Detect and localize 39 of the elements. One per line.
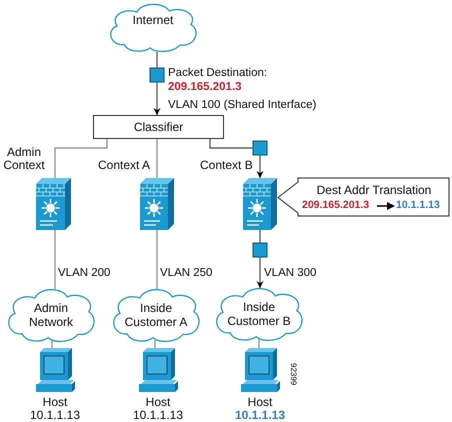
cloud-shape [111, 287, 201, 342]
arrow [209, 139, 264, 178]
ip-address: 10.1.1.13 [132, 409, 184, 422]
host-label: Host [42, 396, 68, 409]
original-address: 209.165.201.3 [302, 199, 370, 212]
cloud-label: Inside Customer A [124, 300, 188, 328]
interface-label: VLAN 250 [160, 267, 212, 280]
classifier-box: Classifier [93, 115, 224, 139]
host-label: Host [144, 396, 172, 409]
ip-address: 10.1.1.13 [234, 409, 286, 422]
context-label: Context B [200, 159, 254, 172]
interface-label: VLAN 200 [58, 267, 110, 280]
interface-label: VLAN 300 [264, 267, 316, 280]
cloud-shape [214, 286, 304, 341]
cloud-shape [108, 2, 198, 52]
firewall-icon [140, 178, 174, 230]
arrow [154, 52, 160, 115]
callout-title: Dest Addr Translation [316, 183, 432, 197]
connector-line [156, 139, 158, 178]
figure-number: 92399 [288, 363, 299, 386]
callout-box [278, 178, 450, 217]
connector-line [156, 230, 158, 289]
cloud-label: Internet [132, 13, 174, 27]
destination-address: 209.165.201.3 [168, 81, 242, 94]
cloud-shape [6, 287, 96, 342]
connector-line [54, 139, 108, 178]
arrow [256, 230, 264, 288]
cloud-label: Admin Network [28, 300, 74, 328]
interface-label: VLAN 100 (Shared Interface) [168, 99, 316, 112]
translated-address: 10.1.1.13 [396, 199, 440, 212]
host-label: Host [246, 396, 274, 409]
connector-line [54, 230, 56, 289]
cloud-label: Inside Customer B [226, 300, 292, 328]
firewall-icon [36, 178, 71, 230]
firewall-icon [243, 178, 277, 230]
context-label: Admin Context [2, 146, 46, 172]
interface-label: Packet Destination: [168, 67, 268, 80]
ip-address: 10.1.1.13 [28, 409, 82, 422]
context-label: Context A [98, 159, 152, 172]
